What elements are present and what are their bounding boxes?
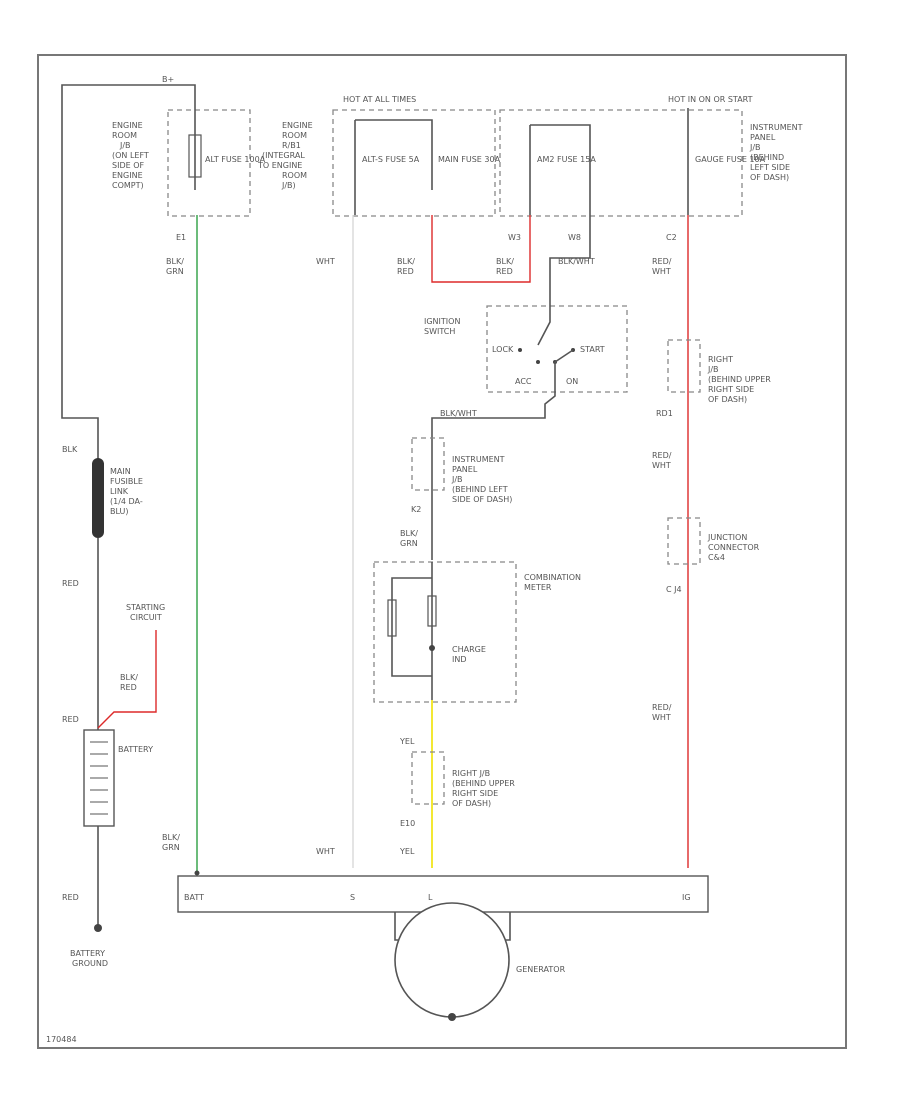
red-2-label: RED [62, 715, 79, 724]
blk-grn-mid-label: BLK/GRN [400, 529, 418, 548]
blk-grn-low-label: BLK/GRN [162, 833, 180, 852]
ignition-lock-label: LOCK [492, 345, 514, 354]
blk-red-loop-wire [431, 215, 531, 283]
ignition-start-label: START [580, 345, 605, 354]
blk-red-b-label: BLK/RED [496, 257, 514, 276]
combination-meter-box [373, 561, 517, 703]
ignition-switch-box [486, 305, 628, 393]
k2-label: K2 [411, 505, 421, 514]
terminal-batt-label: BATT [184, 893, 204, 902]
am2-top-wire [530, 124, 591, 215]
terminal-s-label: S [350, 893, 355, 902]
alt-s-fuse-label: ALT-S FUSE 5A [362, 155, 420, 164]
generator-ground-point [448, 1013, 456, 1021]
ignition-switch-arm [537, 305, 551, 346]
b-plus-label: B+ [162, 75, 174, 84]
charge-ind-lamp [429, 645, 435, 651]
conn-c2-label: C2 [666, 233, 677, 242]
ignition-acc-label: ACC [515, 377, 532, 386]
right-jb-low-box [411, 751, 445, 805]
hot-at-all-times-label: HOT AT ALL TIMES [343, 95, 416, 104]
red-wht-low-label: RED/WHT [652, 703, 672, 722]
am2-fuse-label: AM2 FUSE 15A [537, 155, 596, 164]
engine-room-rb-box [332, 109, 496, 217]
yel-2-label: YEL [399, 847, 415, 856]
rd1-label: RD1 [656, 409, 673, 418]
battery-label: BATTERY [118, 745, 153, 754]
red-wht-top-label: RED/WHT [652, 257, 672, 276]
battery-ground-point [94, 924, 102, 932]
right-jb-top-box [667, 339, 701, 393]
blk-label: BLK [62, 445, 78, 454]
blk-wht-2-label: BLK/WHT [440, 409, 477, 418]
comb-meter-resistor [387, 599, 397, 637]
blk-red-starting-wire [97, 630, 157, 729]
terminal-ig-label: IG [682, 893, 691, 902]
generator-label: GENERATOR [516, 965, 566, 974]
conn-w8-label: W8 [568, 233, 581, 242]
alt-fuse-label: ALT FUSE 100A [205, 155, 266, 164]
blk-red-batt-label: BLK/RED [120, 673, 138, 692]
comb-meter-bypass [391, 577, 432, 677]
red-1-label: RED [62, 579, 79, 588]
blk-wht-label: BLK/WHT [558, 257, 595, 266]
ignition-out-wire [431, 362, 556, 440]
wht-top-label: WHT [316, 257, 335, 266]
red-3-label: RED [62, 893, 79, 902]
ignition-on-link [554, 349, 574, 363]
blk-wht-wire [549, 215, 591, 305]
figure-code-label: 170484 [46, 1035, 77, 1044]
terminal-l-label: L [428, 893, 433, 902]
diagram-frame [37, 54, 847, 1049]
instrument-panel-jb-top-box [499, 109, 743, 217]
instrument-panel-jb-mid-box [411, 437, 445, 491]
red-wht-mid-label: RED/WHT [652, 451, 672, 470]
hot-in-on-label: HOT IN ON OR START [668, 95, 753, 104]
ignition-acc-contact [536, 360, 540, 364]
alt-fuse-symbol [188, 134, 202, 178]
blk-red-a-label: BLK/RED [397, 257, 415, 276]
engine-room-jb-box [167, 109, 251, 217]
c-j4-label: C J4 [666, 585, 682, 594]
generator-symbol [394, 902, 510, 1018]
e10-label: E10 [400, 819, 415, 828]
ignition-lock-contact [518, 348, 522, 352]
junction-connector-box [667, 517, 701, 565]
battery-symbol [83, 729, 115, 827]
yel-1-label: YEL [399, 737, 415, 746]
gauge-fuse-label: GAUGE FUSE 10A [695, 155, 766, 164]
conn-w3-label: W3 [508, 233, 521, 242]
main-fusible-link-symbol [92, 458, 104, 538]
wht-low-label: WHT [316, 847, 335, 856]
main-fuse-label: MAIN FUSE 30A [438, 155, 501, 164]
conn-e1-label: E1 [176, 233, 186, 242]
terminal-batt-point [194, 870, 200, 876]
b-plus-wire [61, 84, 196, 460]
hot-bus-wire [355, 119, 433, 190]
ignition-on-label: ON [566, 377, 578, 386]
comb-meter-fuse-mark [427, 595, 437, 627]
blk-grn-top-label: BLK/GRN [166, 257, 184, 276]
